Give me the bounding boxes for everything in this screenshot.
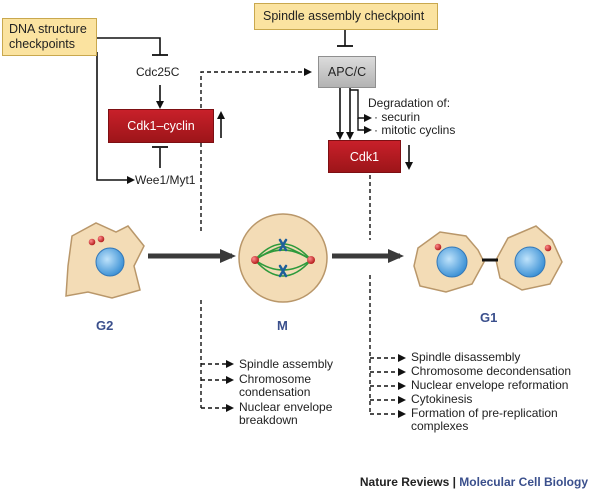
degradation-heading: Degradation of:: [368, 96, 451, 110]
g1-nucleus-left: [436, 246, 468, 278]
phase-label-m: M: [277, 318, 288, 333]
apcc-to-securin-arrow: [350, 89, 372, 122]
degradation-item-cyclins: · mitotic cyclins: [374, 123, 456, 137]
m-chromosomes: [278, 238, 288, 278]
m-cell: [238, 213, 328, 303]
g2-centrosome-1: [88, 238, 96, 246]
g1-event-pre-replication-complexes: Formation of pre-replication complexes: [411, 406, 558, 433]
apcc-box: APC/C: [318, 56, 376, 88]
g1-event-spindle-disassembly: Spindle disassembly: [411, 350, 521, 364]
cdk1-to-apcc-dashed-arrow: [200, 68, 312, 122]
journal-credit: Nature Reviews | Molecular Cell Biology: [360, 475, 588, 489]
phase-label-g1: G1: [480, 310, 498, 325]
g1-centrosome-left: [434, 243, 442, 251]
m-events-connectors: [200, 300, 234, 412]
cdk1-label: Cdk1: [349, 149, 380, 164]
dna-to-wee1-arrow: [96, 52, 135, 184]
cdk1-box: Cdk1: [328, 140, 401, 173]
credit-separator: |: [449, 475, 460, 489]
g1-nucleus-right: [514, 246, 546, 278]
dna-checkpoint-label: DNA structure checkpoints: [9, 22, 87, 51]
cdk1-cyclin-box: Cdk1–cyclin: [108, 109, 214, 143]
m-event-nuclear-envelope-breakdown: Nuclear envelope breakdown: [239, 400, 333, 427]
g1-event-cytokinesis: Cytokinesis: [411, 392, 473, 406]
g1-centrosome-right: [544, 244, 552, 252]
g1-event-nuclear-envelope-reformation: Nuclear envelope reformation: [411, 378, 569, 392]
wee1-label: Wee1/Myt1: [135, 173, 196, 187]
cdc25c-label: Cdc25C: [136, 65, 180, 79]
m-centrosome-left: [251, 256, 259, 264]
apcc-label: APC/C: [327, 65, 367, 79]
g2-nucleus: [95, 247, 125, 277]
dna-checkpoint-box: DNA structure checkpoints: [2, 18, 97, 56]
spindle-checkpoint-box: Spindle assembly checkpoint: [254, 3, 438, 30]
degradation-item-securin: · securin: [374, 110, 421, 124]
g1-events-connectors: [369, 275, 406, 418]
dna-to-cdc25c-line: [97, 37, 161, 55]
m-event-spindle-assembly: Spindle assembly: [239, 357, 334, 371]
g1-event-chromosome-decondensation: Chromosome decondensation: [411, 364, 572, 378]
cdk1-cyclin-label: Cdk1–cyclin: [127, 119, 195, 133]
apcc-to-cyclins-arrow: [357, 118, 372, 134]
m-centrosome-right: [307, 256, 315, 264]
journal-title: Molecular Cell Biology: [459, 475, 588, 489]
m-event-chromosome-condensation: Chromosome condensation: [239, 372, 312, 399]
phase-label-g2: G2: [96, 318, 114, 333]
spindle-checkpoint-label: Spindle assembly checkpoint: [263, 9, 425, 23]
g2-centrosome-2: [97, 235, 105, 243]
journal-name: Nature Reviews: [359, 475, 450, 489]
